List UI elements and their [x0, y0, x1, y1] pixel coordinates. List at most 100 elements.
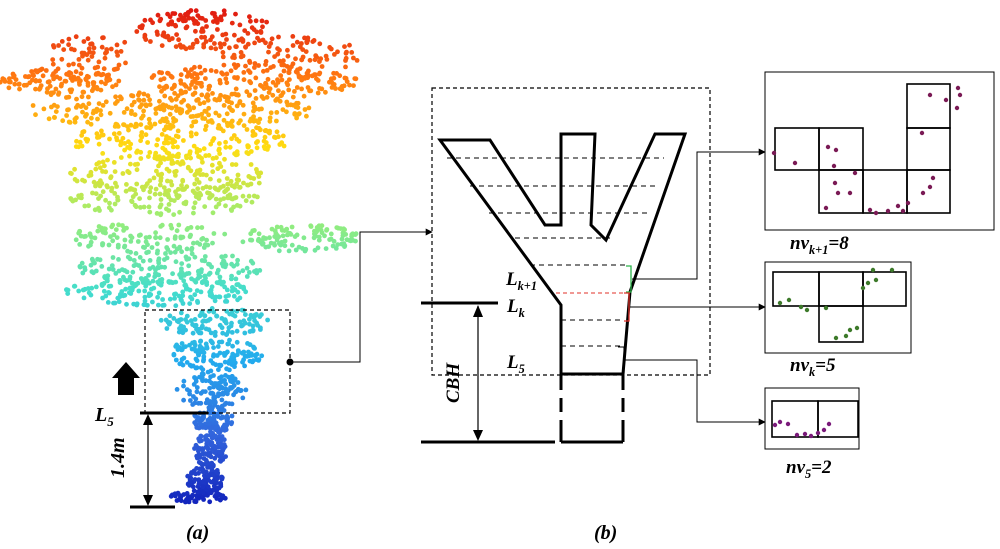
point-cloud-point: [206, 477, 212, 483]
point-cloud-point: [96, 134, 102, 140]
point-cloud-point: [256, 180, 262, 186]
point-cloud-point: [206, 261, 211, 267]
point-cloud-point: [267, 235, 272, 241]
grid-top-frame: [764, 71, 995, 231]
point-cloud-point: [6, 85, 12, 91]
point-cloud-point: [293, 56, 298, 62]
point-cloud-point: [183, 498, 189, 504]
point-cloud-point: [224, 111, 230, 117]
point-cloud-point: [120, 293, 126, 299]
point-cloud-point: [295, 67, 300, 73]
point-cloud-point: [304, 70, 310, 76]
bracket-black: [618, 346, 625, 374]
point-cloud-point: [183, 254, 189, 260]
point-cloud-point: [93, 109, 99, 114]
point-cloud-point: [245, 31, 251, 36]
point-cloud-point: [245, 182, 251, 188]
point-cloud-point: [308, 223, 314, 229]
point-cloud-point: [218, 493, 224, 499]
point-cloud-point: [129, 93, 134, 98]
point-cloud-point: [240, 268, 246, 274]
point-cloud-point: [203, 18, 209, 23]
point-cloud-point: [159, 132, 165, 137]
point-cloud-point: [311, 235, 317, 241]
point-cloud-point: [254, 145, 260, 151]
point-cloud-point: [77, 242, 83, 247]
point-cloud-point: [203, 39, 209, 44]
point-cloud-point: [244, 127, 250, 132]
point-cloud-point: [221, 196, 227, 202]
point-cloud-point: [111, 232, 117, 238]
point-cloud-point: [277, 58, 283, 64]
point-cloud-point: [162, 264, 168, 270]
point-cloud-point: [179, 266, 184, 272]
voxel-point: [873, 277, 879, 283]
point-cloud-point: [210, 210, 216, 216]
point-cloud-point: [235, 75, 240, 80]
point-cloud-point: [292, 89, 297, 94]
point-cloud-point: [254, 270, 260, 276]
point-cloud-point: [201, 497, 207, 502]
point-cloud-point: [240, 193, 246, 199]
point-cloud-point: [192, 477, 198, 482]
point-cloud-point: [274, 224, 280, 230]
point-cloud-point: [252, 228, 257, 233]
point-cloud-point: [129, 235, 135, 241]
point-cloud-point: [216, 146, 222, 152]
point-cloud-point: [127, 153, 132, 159]
point-cloud-point: [190, 41, 196, 47]
point-cloud-point: [188, 318, 194, 324]
point-cloud-point: [250, 115, 256, 121]
point-cloud-point: [306, 105, 312, 111]
point-cloud-point: [225, 193, 231, 199]
point-cloud-point: [290, 43, 296, 48]
point-cloud-point: [255, 194, 260, 200]
point-cloud-point: [289, 242, 295, 248]
point-cloud-point: [138, 232, 143, 238]
point-cloud-point: [129, 108, 134, 114]
point-cloud-point: [163, 188, 169, 194]
point-cloud-point: [215, 166, 221, 172]
point-cloud-point: [148, 39, 153, 44]
point-cloud-point: [219, 397, 225, 403]
point-cloud-point: [79, 94, 85, 100]
point-cloud-point: [168, 493, 174, 499]
point-cloud-point: [203, 444, 209, 450]
point-cloud-point: [66, 107, 71, 112]
point-cloud-point: [116, 78, 122, 84]
point-cloud-point: [252, 40, 257, 46]
point-cloud-point: [229, 107, 234, 113]
point-cloud-point: [209, 120, 215, 125]
point-cloud-point: [68, 71, 74, 76]
point-cloud-point: [79, 260, 85, 266]
point-cloud-point: [111, 131, 117, 137]
point-cloud-point: [143, 235, 149, 241]
point-cloud-point: [110, 238, 116, 244]
point-cloud-point: [210, 472, 216, 478]
point-cloud-point: [227, 144, 233, 150]
point-cloud-point: [209, 34, 215, 40]
point-cloud-point: [128, 239, 134, 244]
point-cloud-point: [85, 83, 91, 88]
point-cloud-point: [178, 72, 184, 78]
point-cloud-point: [99, 264, 105, 269]
point-cloud-point: [157, 235, 163, 241]
point-cloud-point: [192, 498, 198, 504]
point-cloud-point: [290, 61, 296, 67]
point-cloud-point: [212, 97, 218, 102]
point-cloud-point: [169, 74, 175, 80]
point-cloud-point: [348, 238, 354, 244]
point-cloud-point: [155, 294, 161, 300]
point-cloud-point: [174, 343, 179, 349]
point-cloud-point: [158, 211, 164, 217]
point-cloud-point: [200, 467, 205, 472]
point-cloud-point: [275, 51, 281, 57]
point-cloud-point: [104, 183, 110, 189]
point-cloud-point: [11, 74, 16, 80]
point-cloud-point: [141, 91, 147, 97]
point-cloud-point: [212, 11, 217, 16]
point-cloud-point: [288, 102, 294, 108]
point-cloud-point: [155, 137, 161, 143]
point-cloud-point: [124, 182, 129, 187]
point-cloud-point: [181, 97, 187, 103]
